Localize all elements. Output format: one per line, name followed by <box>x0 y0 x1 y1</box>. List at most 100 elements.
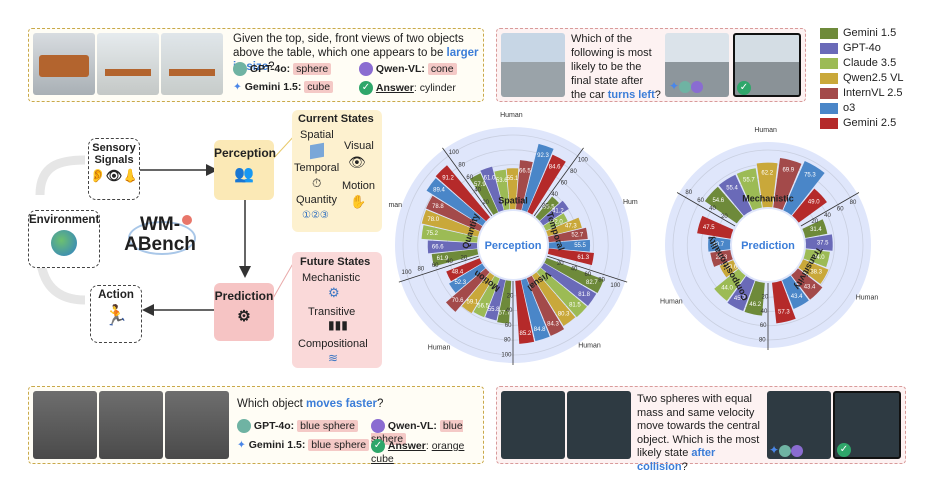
perception-box: Perception 👥 <box>214 140 276 200</box>
bar-motion-1 <box>485 278 506 321</box>
data-label: 38.3 <box>810 270 822 276</box>
qwen-icon <box>791 444 804 457</box>
bar-visual-0 <box>544 257 604 293</box>
data-label: 44.0 <box>721 286 733 292</box>
bar-transitivity-5 <box>782 275 809 309</box>
radial-tick-label: 80 <box>458 162 465 168</box>
data-label: 43.4 <box>804 284 816 290</box>
bar-quantity-1 <box>427 240 478 254</box>
openai-icon <box>233 62 247 76</box>
check-icon: ✓ <box>371 439 385 453</box>
human-label: Human <box>660 299 683 306</box>
bar-compositionality-2 <box>714 268 746 301</box>
human-label: Human <box>500 112 523 119</box>
data-label: 84.3 <box>547 321 559 327</box>
radial-tick-label: 40 <box>551 192 558 198</box>
state-temporal: Temporal <box>294 162 340 174</box>
openai-icon <box>237 419 251 433</box>
legend-swatch <box>820 42 838 54</box>
data-label: 32.0 <box>551 219 563 225</box>
data-label: 47.5 <box>703 225 715 231</box>
data-label: 55.7 <box>743 178 755 184</box>
legend-item: GPT-4o <box>820 41 881 55</box>
legend-swatch <box>820 102 838 114</box>
data-label: 57.9 <box>474 182 486 188</box>
radial-axis <box>547 255 628 283</box>
data-label: 75.3 <box>804 173 816 179</box>
radial-tick-label: 80 <box>850 200 857 206</box>
bar-visual-1 <box>540 263 597 306</box>
data-label: 56.5 <box>477 303 489 309</box>
data-label: 61.3 <box>577 255 589 261</box>
eye-icon: 👁 <box>348 154 366 170</box>
data-label: 69.9 <box>782 167 794 173</box>
gemini-star-icon: ✦ <box>669 79 680 93</box>
radial-tick-label: 80 <box>598 277 605 283</box>
bar-mechanistic-3 <box>756 162 778 208</box>
radial-tick-label: 80 <box>570 169 577 175</box>
radial-tick-label: 40 <box>761 309 768 315</box>
radial-tick-label: 80 <box>418 267 425 273</box>
legend-item: InternVL 2.5 <box>820 86 903 100</box>
logo-dot <box>182 215 192 225</box>
data-label: 30.7 <box>712 242 724 248</box>
scene-thumbnail-side <box>97 33 159 95</box>
category-label: Spatial <box>498 195 528 205</box>
data-label: 61.9 <box>437 256 449 262</box>
perception-network-icon: 👥 <box>234 166 254 183</box>
bar-quantity-6 <box>435 165 491 222</box>
gemini-star-icon: ✦ <box>769 443 780 457</box>
collision-frame-2 <box>567 391 631 459</box>
data-label: 48.4 <box>452 270 464 276</box>
question-text: Two spheres with equal mass and same vel… <box>637 393 760 473</box>
data-label: 84.8 <box>534 327 546 333</box>
bar-compositionality-4 <box>710 250 733 267</box>
radial-tick-label: 40 <box>474 187 481 193</box>
radial-tick-label: 80 <box>759 337 766 343</box>
state-spatial: Spatial <box>300 129 334 141</box>
bar-motion-6 <box>446 258 482 282</box>
environment-box: Environment <box>28 210 100 268</box>
state-motion: Motion <box>342 180 376 192</box>
future-states-title: Future States <box>300 256 371 268</box>
chart-center <box>732 209 804 281</box>
bar-transitivity-3 <box>798 259 829 284</box>
model-icons: ✦ <box>769 443 804 457</box>
bar-temporal-3 <box>546 217 582 237</box>
bar-quantity-4 <box>426 195 483 232</box>
radial-tick-label: 100 <box>610 283 621 289</box>
data-label: 28.3 <box>716 255 728 261</box>
bottom-left-example-panel: Which object moves faster? GPT-4o: blue … <box>28 386 484 465</box>
legend-item: o3 <box>820 101 855 115</box>
data-label: 37.5 <box>817 241 829 247</box>
radial-tick-label: 20 <box>542 203 549 209</box>
radial-tick-label: 20 <box>482 200 489 206</box>
human-label: Human <box>856 294 879 301</box>
qwen-icon <box>359 62 373 76</box>
question-text: Which of the following is most likely to… <box>571 33 661 101</box>
senses-icon: 👂👁👃 <box>89 168 139 183</box>
bar-transitivity-0 <box>802 219 828 238</box>
bar-transitivity-1 <box>805 234 833 251</box>
radial-tick-label: 60 <box>561 180 568 186</box>
legend-swatch <box>820 117 838 129</box>
state-quantity: Quantity <box>296 194 337 206</box>
data-label: 85.2 <box>520 331 532 337</box>
gemini-answer-row: ✦ Gemini 1.5: cube <box>233 81 334 93</box>
bar-motion-0 <box>497 280 512 324</box>
bar-temporal-6 <box>547 248 594 266</box>
data-label: 34.0 <box>813 255 825 261</box>
table-side-view <box>105 69 151 76</box>
bar-temporal-5 <box>548 239 591 252</box>
wm-abench-logo: WM- ABench <box>120 215 200 255</box>
collision-frame-1 <box>501 391 565 459</box>
bar-motion-3 <box>461 272 495 314</box>
human-label: Human <box>623 199 638 206</box>
road-scene-thumbnail <box>501 33 565 97</box>
data-label: 55.8 <box>488 307 500 313</box>
logo-line2: ABench <box>124 234 196 255</box>
chart-center <box>479 211 547 279</box>
radial-axis <box>800 192 860 227</box>
radial-tick-label: 20 <box>811 219 818 225</box>
